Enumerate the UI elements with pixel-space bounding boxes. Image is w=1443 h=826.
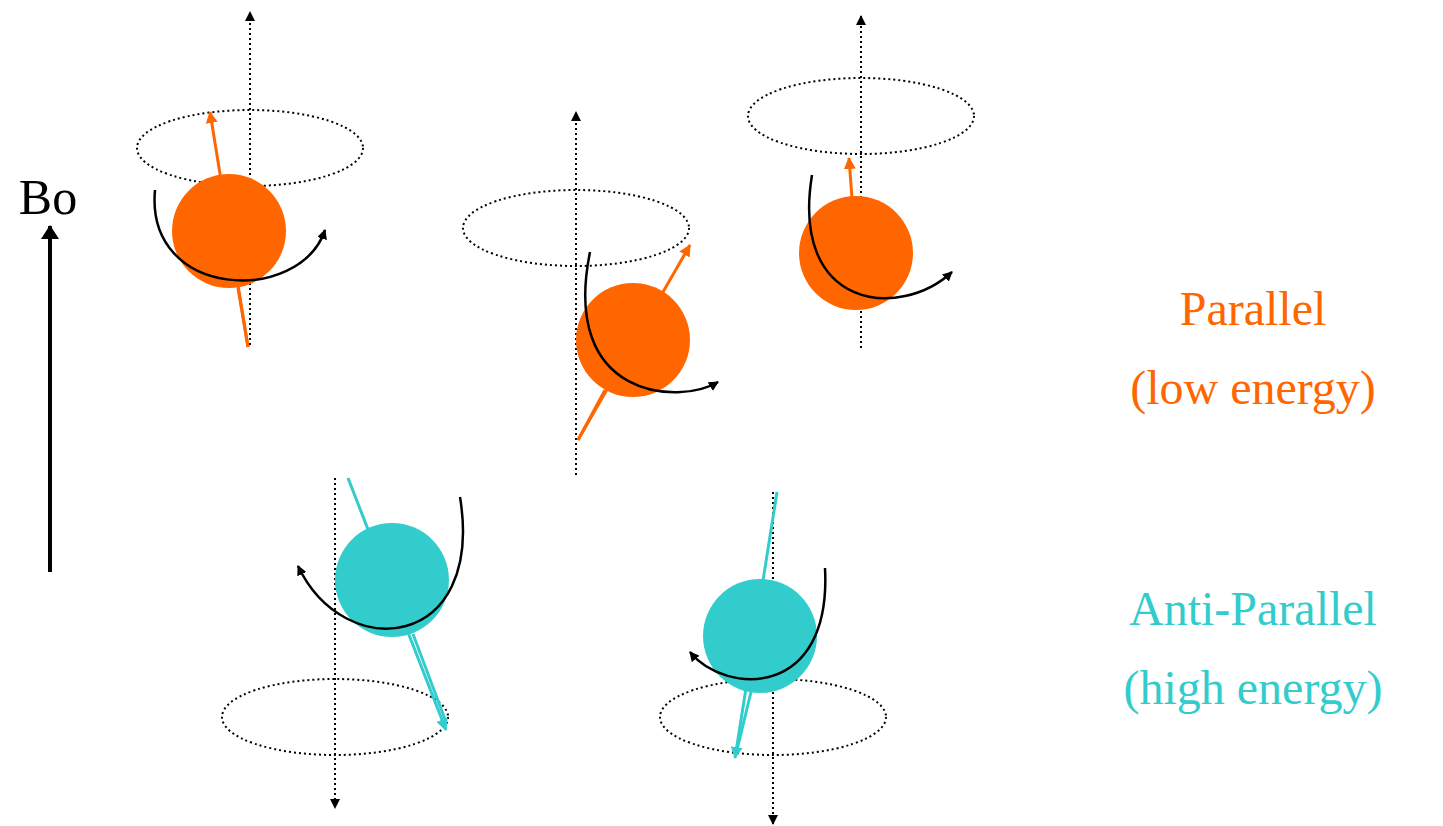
anti-parallel-spin bbox=[660, 492, 886, 824]
anti-parallel-spin bbox=[222, 478, 463, 808]
parallel-spin bbox=[748, 16, 974, 348]
state-label: (low energy) bbox=[1130, 364, 1376, 412]
parallel-spin bbox=[137, 12, 363, 347]
state-label: Anti-Parallel bbox=[1129, 585, 1377, 633]
state-label: (high energy) bbox=[1123, 664, 1382, 712]
field-arrow bbox=[48, 226, 52, 572]
state-label: Parallel bbox=[1180, 285, 1327, 333]
parallel-spin bbox=[463, 112, 718, 475]
field-label: Bo bbox=[19, 172, 77, 222]
